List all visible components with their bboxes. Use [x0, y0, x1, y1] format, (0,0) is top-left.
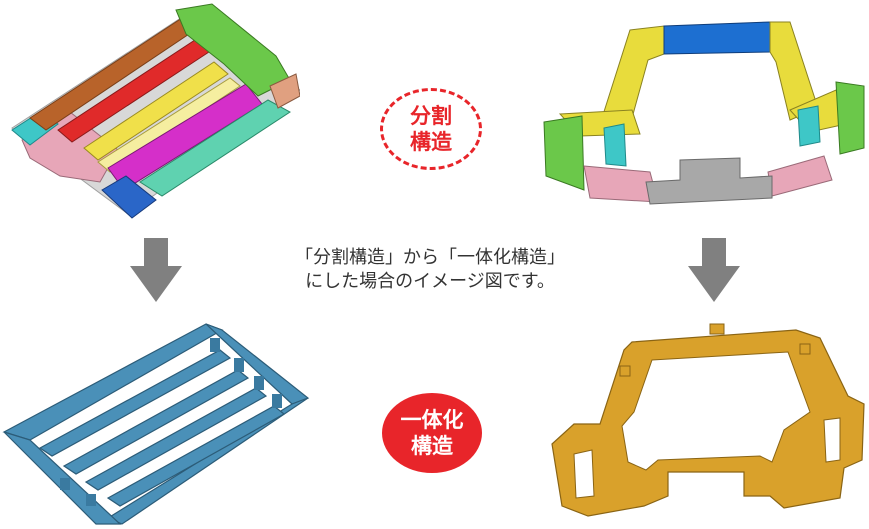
divided-frame-right-illustration — [543, 21, 865, 205]
caption-line1: 「分割構造」から「一体化構造」 — [295, 247, 565, 268]
down-arrow-left-icon — [130, 238, 182, 302]
down-arrow-right-icon — [688, 238, 740, 302]
integrated-frame-left-illustration — [2, 323, 310, 525]
caption-text: 「分割構造」から「一体化構造」 にした場合のイメージ図です。 — [250, 246, 610, 294]
divided-badge-line2: 構造 — [410, 130, 452, 154]
integrated-frame-right-illustration — [551, 323, 865, 517]
integrated-structure-badge: 一体化 構造 — [382, 393, 482, 473]
integrated-badge-line2: 構造 — [411, 434, 453, 458]
divided-frame-left-illustration — [11, 3, 300, 219]
divided-structure-badge: 分割 構造 — [380, 88, 482, 170]
caption-line2: にした場合のイメージ図です。 — [305, 271, 555, 292]
integrated-badge-line1: 一体化 — [400, 408, 464, 432]
divided-badge-line1: 分割 — [410, 104, 452, 128]
